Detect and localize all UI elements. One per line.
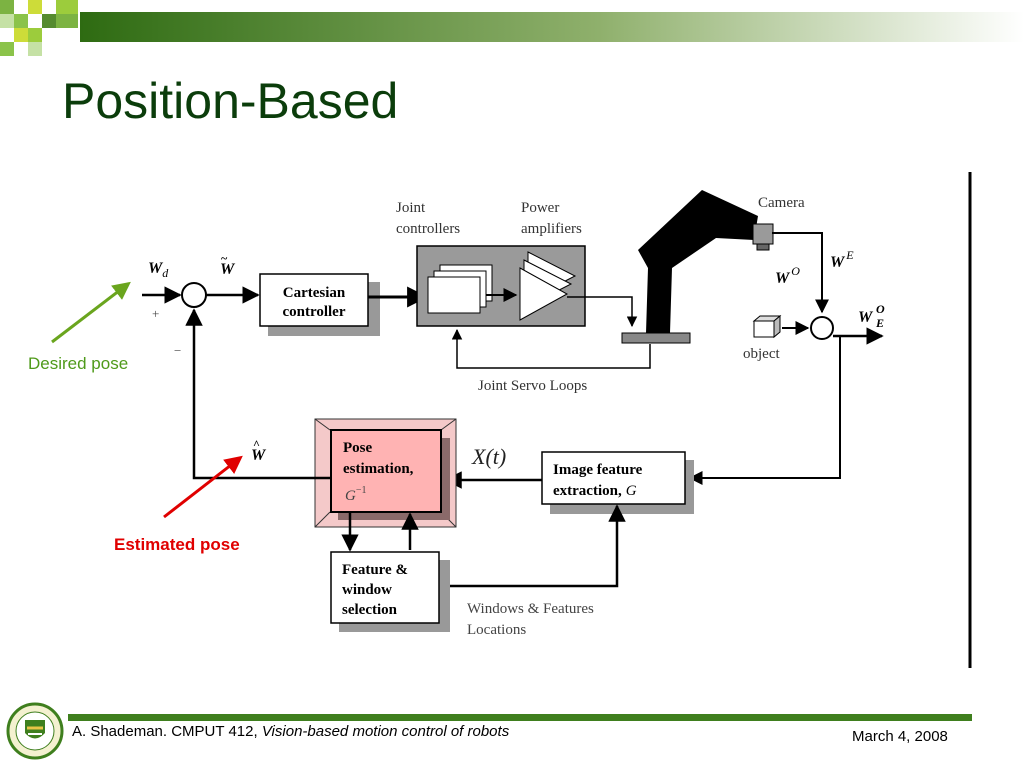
joint-controllers-label-2: controllers (396, 221, 460, 237)
object-label: object (743, 346, 780, 362)
camera-to-junction-arrow (772, 232, 829, 314)
cartesian-label-2: controller (282, 304, 345, 320)
deco-square (14, 14, 28, 28)
tilde-mark: ~ (221, 251, 228, 265)
deco-square (28, 0, 42, 14)
deco-square (28, 28, 42, 42)
image-feature-block (541, 451, 686, 505)
feature-window-block (330, 551, 440, 624)
estimated-pose-label: Estimated pose (114, 535, 240, 554)
pose-label-3: G−1 (345, 485, 366, 504)
joint-servo-loops-label: Joint Servo Loops (478, 378, 587, 394)
minus-sign: − (174, 343, 181, 358)
symbol-w-hat: W (251, 447, 267, 464)
symbol-x-t: X(t) (471, 444, 506, 469)
pose-label-1: Pose (343, 440, 373, 456)
pose-label-2: estimation, (343, 461, 414, 477)
hat-mark: ^ (253, 437, 260, 451)
deco-square (56, 14, 78, 28)
deco-square (28, 42, 42, 56)
highlight-bevel (314, 511, 331, 528)
top-gradient-bar (80, 12, 1024, 42)
footer-rule (68, 714, 972, 721)
windows-locations-line (450, 504, 626, 588)
object-cube-icon (753, 320, 775, 338)
slide-title: Position-Based (62, 73, 399, 129)
university-seal-logo (6, 702, 64, 760)
symbol-w-oe-main: W (858, 309, 874, 326)
joint-controller-card (427, 276, 481, 314)
symbol-w-d: Wd (148, 260, 169, 280)
pose-feedback-line (185, 308, 331, 480)
desired-pose-label: Desired pose (28, 354, 129, 373)
footer-author: A. Shademan. CMPUT 412, (72, 723, 258, 740)
estimated-pose-arrow (163, 455, 243, 519)
camera-icon (752, 223, 774, 245)
cartesian-label-1: Cartesian (283, 285, 346, 301)
feature-label-1: Feature & (342, 562, 408, 578)
symbol-w-oe-sub: E (875, 316, 884, 330)
amplifier-triangle (519, 267, 569, 321)
footer-course-title: Vision-based motion control of robots (261, 723, 510, 740)
windows-features-label-1: Windows & Features (467, 601, 594, 617)
footer-citation: A. Shademan. CMPUT 412, Vision-based mot… (72, 723, 509, 740)
deco-square (14, 28, 28, 42)
amp-to-robot-line (567, 296, 638, 328)
power-amplifiers-label-1: Power (521, 200, 559, 216)
desired-pose-arrow (51, 281, 131, 344)
summing-junction-left (181, 282, 207, 308)
robot-arm-icon (638, 190, 758, 333)
pose-estimation-block (330, 429, 442, 513)
deco-square (0, 14, 14, 28)
cartesian-controller-block (259, 273, 369, 327)
image-feature-label-1: Image feature (553, 462, 643, 478)
deco-square (0, 0, 14, 14)
symbol-w-tilde: W (220, 261, 236, 278)
position-based-block-diagram: Cartesian controller Image feature extra… (51, 172, 972, 668)
deco-square (42, 14, 56, 28)
joint-controllers-label-1: Joint (396, 200, 426, 216)
feature-label-3: selection (342, 602, 398, 618)
footer-date: March 4, 2008 (852, 728, 948, 745)
camera-label: Camera (758, 195, 805, 211)
measurement-feedback (688, 336, 841, 485)
joint-servo-feedback (451, 328, 651, 369)
object-cube-side (773, 314, 781, 339)
top-decoration (0, 0, 1024, 56)
highlight-bevel (314, 418, 331, 431)
symbol-w-oe-sup: O (876, 302, 885, 316)
robot-base (621, 332, 691, 344)
summing-junction-right (810, 316, 834, 340)
feature-label-2: window (342, 582, 392, 598)
highlight-bevel (440, 418, 457, 431)
plus-sign: + (152, 306, 159, 321)
image-feature-label-2: extraction,G (553, 483, 637, 499)
power-amplifiers-label-2: amplifiers (521, 221, 582, 237)
deco-square (0, 42, 14, 56)
camera-lens-icon (756, 243, 770, 251)
windows-features-label-2: Locations (467, 622, 526, 638)
deco-square (56, 0, 78, 14)
